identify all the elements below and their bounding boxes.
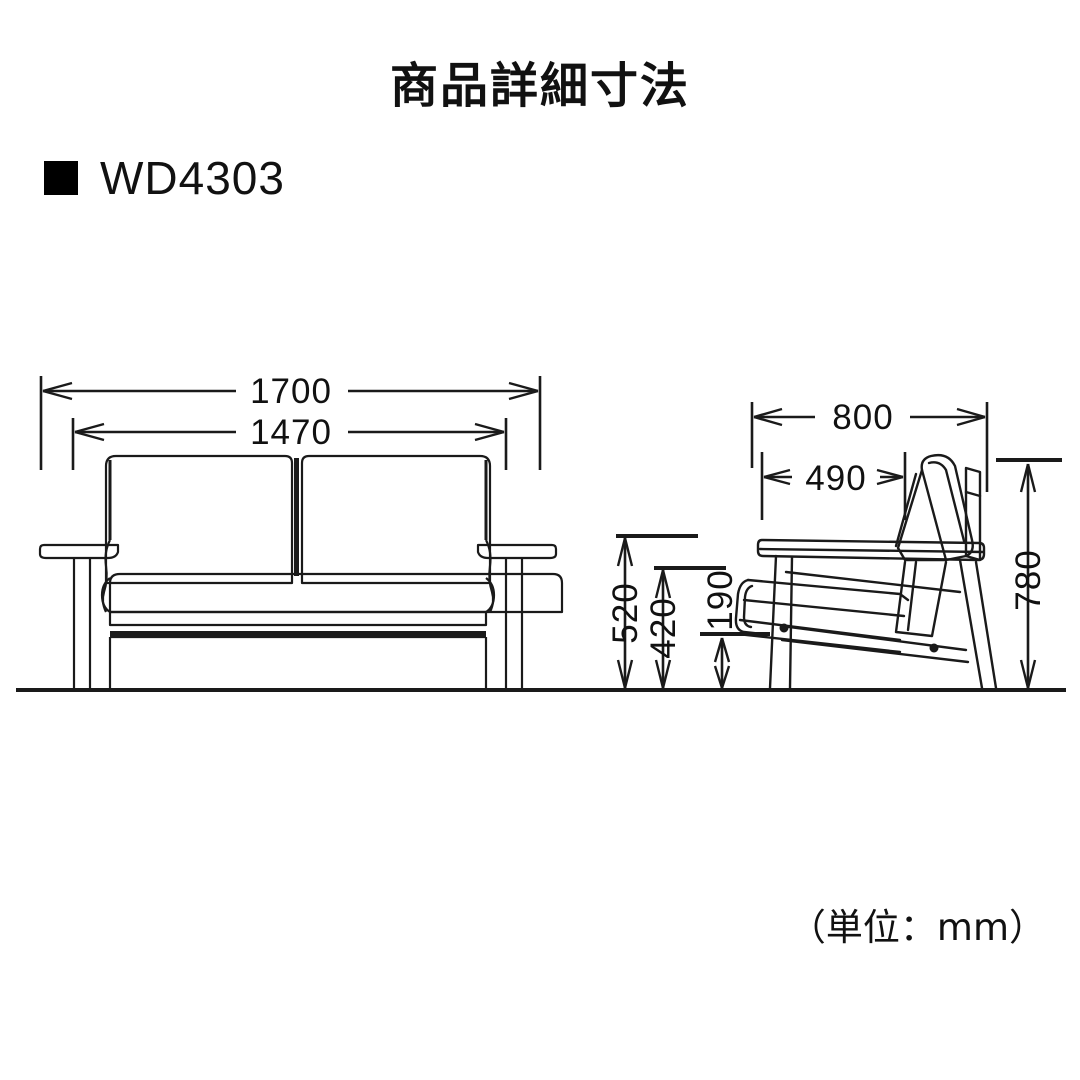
arrow-780-bottom [1019,659,1037,689]
side-rail-lower2 [780,638,970,664]
arm-inner-curve-left [101,539,111,613]
arrow-190-bottom [713,665,731,689]
arrow-420-bottom [654,659,672,689]
height-dimensions [616,534,770,689]
dim-label-overall-depth: 800 [832,398,893,437]
joint-dot-rear [929,643,939,653]
back-cushion-lower [894,560,948,638]
seat-band-top [746,578,910,602]
dim-label-overall-width: 1700 [250,372,332,411]
dim-label-overall-height: 780 [1009,549,1048,610]
seat-band-bottom [736,632,902,654]
back-rest-inner-line [927,461,966,543]
armrest-bar-line [758,547,985,554]
arm-post-right [504,558,524,688]
arrow-800-left [753,407,783,427]
rear-leg [958,558,998,690]
side-rail-upper [784,570,962,594]
arrow-520-top [616,537,634,567]
back-cushion-lower-line [906,560,918,632]
sofa-side-elevation [734,453,998,690]
arm-post-left [72,558,92,688]
arm-cap-right [476,543,558,560]
arm-inner-curve-right [485,539,495,613]
arrow-490-right [876,468,904,486]
arm-cap-left [38,543,120,560]
arrow-800-right [956,407,986,427]
dim-label-inner-width: 1470 [250,413,332,452]
seat-cushion [108,572,564,614]
arrow-1470-left [74,422,105,442]
model-row: WD4303 [44,155,285,201]
model-code: WD4303 [100,152,285,204]
arrow-1700-right [508,381,539,401]
front-leg [768,554,794,690]
joint-dot-front [779,623,789,633]
side-rail-lower [780,624,968,652]
armrest-bar [756,538,986,562]
seat-rail-upper [108,610,488,627]
dim-label-back-height: 520 [606,582,645,643]
sofa-front-elevation [38,454,564,688]
arrow-490-left [763,468,791,486]
front-view-dimensions [39,376,542,470]
arrow-520-bottom [616,659,634,689]
dim-label-arm-height: 420 [644,597,683,658]
back-post-joint [964,490,982,498]
back-cushion-right [300,454,492,585]
seat-band-mid [742,598,906,618]
filled-square-icon [44,161,78,195]
dim-label-seat-depth: 490 [805,459,866,498]
seat-cushion-side-inner [742,584,754,629]
arrow-190-top [713,637,731,663]
overall-height-dimension [996,458,1062,689]
arrow-1700-left [42,381,73,401]
arrow-780-top [1019,463,1037,493]
seat-cushion-side-nose [734,578,764,636]
under-seat-sides [108,637,488,688]
side-view-dimensions [750,402,989,520]
page-title: 商品詳細寸法 [389,58,690,114]
unit-note: （単位：mm） [788,906,1046,949]
dim-label-seat-height: 190 [701,569,740,630]
arrow-420-top [654,569,672,599]
arrow-1470-right [474,422,505,442]
back-cushion-left [104,454,294,585]
